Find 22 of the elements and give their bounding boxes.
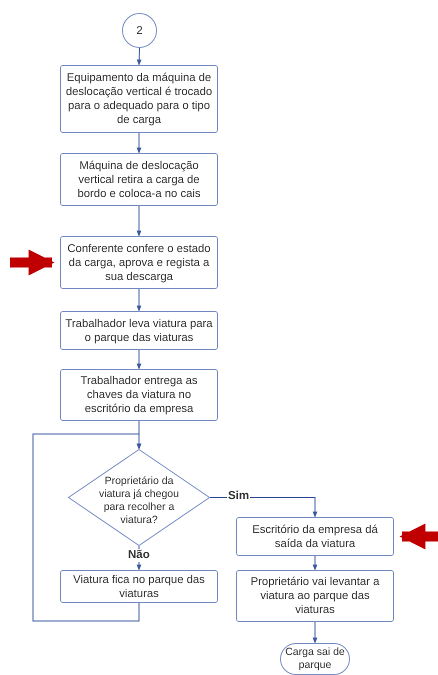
arrow: [312, 556, 318, 571]
process-box: Proprietário vai levantar a viatura ao parque das viaturas: [236, 570, 394, 622]
arrow: [136, 48, 142, 66]
process-box: Trabalhador leva viatura para o parque das viaturas: [60, 311, 218, 350]
arrow: [32, 434, 142, 622]
edge-label: Não: [127, 549, 151, 562]
arrow: [136, 206, 142, 237]
arrow: [136, 132, 142, 154]
connector-circle: 2: [122, 13, 157, 48]
process-box: Equipamento da máquina de deslocação vertical é trocado para o adequado para o tipo de carga: [60, 65, 218, 133]
process-box: Máquina de deslocação vertical retira a carga de bordo e coloca-a no cais: [60, 153, 218, 206]
process-box: Escritório da empresa dá saída da viatura: [236, 517, 394, 556]
arrow: [312, 622, 318, 644]
arrow: [136, 350, 142, 370]
highlight-arrow: [10, 250, 55, 276]
process-box: Viatura fica no parque das viaturas: [60, 570, 218, 603]
arrow: [136, 288, 142, 312]
highlight-arrow: [399, 524, 438, 550]
process-box: Trabalhador entrega as chaves da viatura no escritório da empresa: [60, 369, 218, 421]
terminal-shape: Carga sai de parque: [280, 643, 350, 675]
process-box: Conferente confere o estado da carga, aprova e regista a sua descarga: [60, 236, 218, 289]
decision-text: Proprietário da viatura já chegou para recolher a viatura?: [98, 474, 180, 526]
